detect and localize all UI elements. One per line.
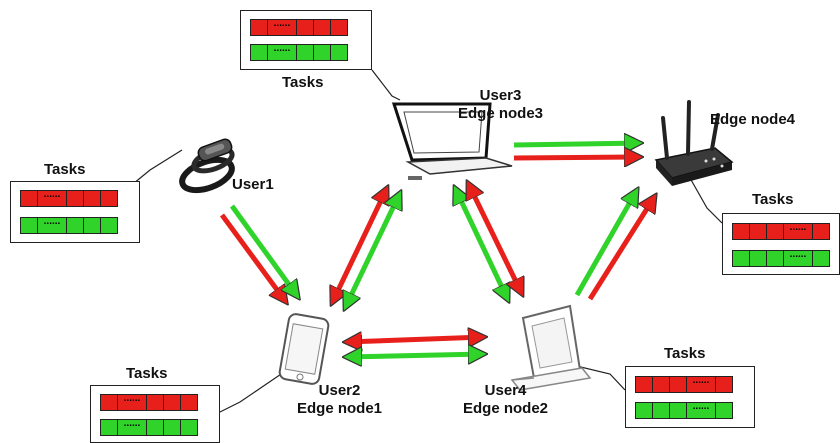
task-cell-ellipsis: ......	[783, 250, 813, 267]
task-cell	[66, 217, 84, 234]
task-cell-ellipsis: ......	[117, 394, 147, 411]
task-cell-ellipsis: ......	[267, 19, 297, 36]
task-cell	[732, 250, 750, 267]
connector-user3-tasks	[371, 69, 401, 101]
task-row-green: ......	[100, 419, 198, 436]
task-cell	[732, 223, 750, 240]
task-cell	[296, 19, 314, 36]
laptop-icon	[391, 102, 513, 180]
task-box-user3: ...... ......	[240, 10, 372, 70]
task-cell	[652, 402, 670, 419]
tasks-label-user3: Tasks	[282, 74, 324, 91]
task-cell	[715, 376, 733, 393]
arrow-user1-user2-green	[229, 204, 298, 297]
task-cell-ellipsis: ......	[37, 190, 67, 207]
tasks-label-edge4: Tasks	[752, 191, 794, 208]
connector-edge4-tasks	[689, 177, 723, 224]
task-cell	[20, 190, 38, 207]
arrow-user4-edge4-green	[574, 190, 637, 297]
task-cell	[83, 217, 101, 234]
task-cell	[812, 223, 830, 240]
task-cell	[766, 250, 784, 267]
task-cell	[146, 394, 164, 411]
task-row-green: ......	[732, 250, 830, 267]
task-cell	[766, 223, 784, 240]
tablet-icon	[510, 304, 592, 391]
arrows	[219, 143, 655, 357]
task-cell-ellipsis: ......	[267, 44, 297, 61]
task-cell	[20, 217, 38, 234]
task-cell	[163, 394, 181, 411]
task-row-green: ......	[635, 402, 733, 419]
task-row-red: ......	[635, 376, 733, 393]
task-cell-ellipsis: ......	[117, 419, 147, 436]
task-cell	[66, 190, 84, 207]
task-cell	[669, 376, 687, 393]
task-cell	[180, 419, 198, 436]
task-row-red: ......	[20, 190, 118, 207]
task-cell-ellipsis: ......	[686, 376, 716, 393]
arrow-user2-user4-green	[346, 354, 484, 357]
task-cell	[313, 19, 331, 36]
task-cell	[635, 402, 653, 419]
task-cell	[163, 419, 181, 436]
user2-label: User2 Edge node1	[297, 382, 383, 417]
task-row-green: ......	[20, 217, 118, 234]
connector-user2-tasks	[217, 367, 291, 414]
task-cell	[100, 190, 118, 207]
task-cell	[669, 402, 687, 419]
smartphone-icon	[278, 313, 330, 385]
arrow-user3-edge4-red	[513, 157, 640, 158]
arrow-user3-edge4-green	[513, 143, 640, 145]
task-box-user2: ...... ......	[90, 385, 220, 443]
task-cell-ellipsis: ......	[686, 402, 716, 419]
task-cell	[100, 217, 118, 234]
task-cell	[313, 44, 331, 61]
arrow-user2-user4-red	[346, 337, 484, 342]
user1-label: User1	[232, 176, 274, 193]
task-row-green: ......	[250, 44, 348, 61]
task-cell	[146, 419, 164, 436]
tasks-label-user2: Tasks	[126, 365, 168, 382]
task-cell	[83, 190, 101, 207]
task-cell	[100, 394, 118, 411]
task-cell	[330, 44, 348, 61]
tasks-label-user4: Tasks	[664, 345, 706, 362]
task-cell	[180, 394, 198, 411]
edge4-label: Edge node4	[710, 111, 796, 128]
task-cell	[715, 402, 733, 419]
task-cell	[296, 44, 314, 61]
arrow-user3-user2-green	[345, 193, 400, 308]
user4-label: User4 Edge node2	[463, 382, 549, 417]
task-cell	[100, 419, 118, 436]
tasks-label-user1: Tasks	[44, 161, 86, 178]
task-cell	[635, 376, 653, 393]
task-box-user1: ...... ......	[10, 181, 140, 243]
router-icon	[654, 100, 734, 186]
arrow-user1-user2-red	[219, 213, 286, 302]
task-row-red: ......	[732, 223, 830, 240]
task-row-red: ......	[100, 394, 198, 411]
user3-label: User3 Edge node3	[458, 87, 544, 122]
task-cell	[330, 19, 348, 36]
task-cell	[250, 44, 268, 61]
arrow-user3-user4-red	[468, 183, 522, 294]
task-cell	[652, 376, 670, 393]
task-cell	[250, 19, 268, 36]
arrow-user3-user2-red	[332, 188, 387, 303]
task-cell-ellipsis: ......	[783, 223, 813, 240]
task-box-user4: ...... ......	[625, 366, 755, 428]
arrow-user4-edge4-red	[587, 196, 655, 301]
task-box-edge4: ...... ......	[722, 213, 840, 275]
task-cell-ellipsis: ......	[37, 217, 67, 234]
task-cell	[749, 250, 767, 267]
task-cell	[812, 250, 830, 267]
task-cell	[749, 223, 767, 240]
task-row-red: ......	[250, 19, 348, 36]
fitness-band-icon	[179, 138, 235, 194]
